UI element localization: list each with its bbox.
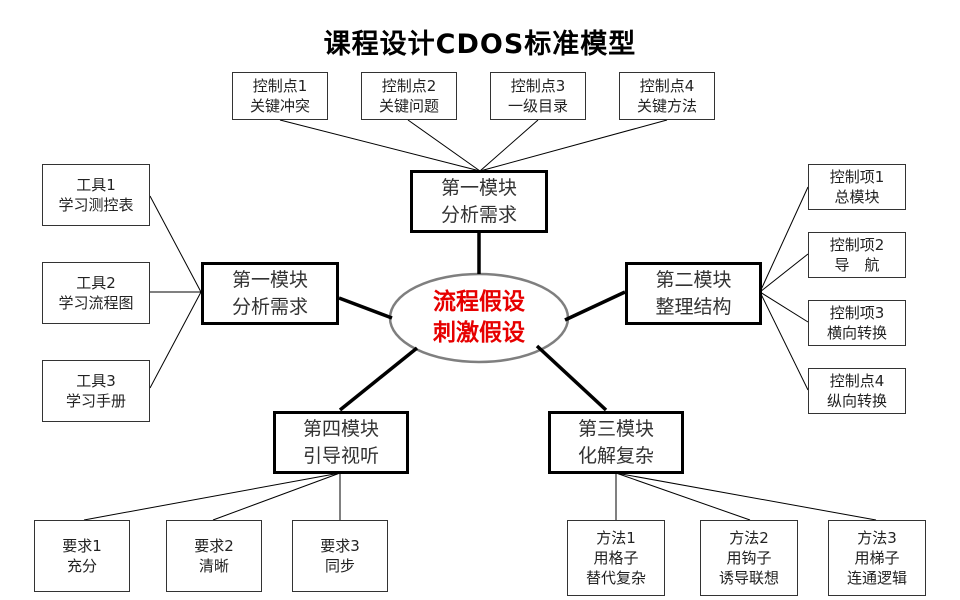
module-right: 第二模块 整理结构 xyxy=(625,262,762,325)
main-spokes xyxy=(338,232,626,412)
node-text: 总模块 xyxy=(834,188,880,206)
node-label: 控制项1 xyxy=(829,168,885,186)
node-label: 控制点4 xyxy=(639,77,695,95)
diagram-title: 课程设计CDOS标准模型 xyxy=(323,29,637,60)
node-label: 要求3 xyxy=(320,537,360,555)
node-text: 关键方法 xyxy=(636,97,697,115)
module-subtitle: 引导视听 xyxy=(302,444,379,467)
node-label: 要求2 xyxy=(194,537,234,555)
module-subtitle: 整理结构 xyxy=(655,295,732,318)
node-text: 诱导联想 xyxy=(718,569,779,587)
center-line-2: 刺激假设 xyxy=(433,320,525,346)
node-label: 方法1 xyxy=(596,529,636,547)
method-box: 方法2 用钩子 诱导联想 xyxy=(700,520,798,596)
control-item-box: 控制项2 导 航 xyxy=(808,232,906,278)
control-point-box: 控制点4 关键方法 xyxy=(619,72,715,120)
module-label: 第四模块 xyxy=(302,417,379,440)
control-item-box: 控制点4 纵向转换 xyxy=(808,368,906,414)
node-label: 方法3 xyxy=(857,529,897,547)
tool-box: 工具1 学习测控表 xyxy=(42,164,150,226)
control-point-box: 控制点1 关键冲突 xyxy=(232,72,328,120)
requirement-box: 要求3 同步 xyxy=(292,520,388,592)
center-node: 流程假设 刺激假设 xyxy=(392,275,566,361)
node-label: 控制点1 xyxy=(252,77,308,95)
node-text: 学习手册 xyxy=(65,392,126,410)
requirement-box: 要求2 清晰 xyxy=(166,520,262,592)
control-item-box: 控制项3 横向转换 xyxy=(808,300,906,346)
node-label: 工具2 xyxy=(76,274,116,292)
tool-box: 工具2 学习流程图 xyxy=(42,262,150,324)
node-text: 连通逻辑 xyxy=(846,569,907,587)
node-text: 用梯子 xyxy=(854,549,900,567)
tool-box: 工具3 学习手册 xyxy=(42,360,150,422)
node-label: 控制点4 xyxy=(829,372,885,390)
node-text: 导 航 xyxy=(834,256,880,274)
module-label: 第一模块 xyxy=(440,176,517,199)
module-label: 第三模块 xyxy=(577,417,654,440)
node-text: 学习流程图 xyxy=(58,294,134,312)
module-top: 第一模块 分析需求 xyxy=(410,170,548,233)
requirement-box: 要求1 充分 xyxy=(34,520,130,592)
node-text: 用格子 xyxy=(593,549,639,567)
module-subtitle: 分析需求 xyxy=(231,295,308,318)
node-text: 替代复杂 xyxy=(585,569,646,587)
module-subtitle: 化解复杂 xyxy=(577,444,654,467)
module-bottom-left: 第四模块 引导视听 xyxy=(273,411,409,474)
control-point-box: 控制点2 关键问题 xyxy=(361,72,457,120)
node-text: 纵向转换 xyxy=(826,392,887,410)
control-point-box: 控制点3 一级目录 xyxy=(490,72,586,120)
module-bottom-right: 第三模块 化解复杂 xyxy=(548,411,684,474)
node-text: 清晰 xyxy=(198,557,229,575)
node-text: 一级目录 xyxy=(507,97,568,115)
method-box: 方法1 用格子 替代复杂 xyxy=(567,520,665,596)
module-label: 第一模块 xyxy=(231,268,308,291)
node-label: 方法2 xyxy=(729,529,769,547)
node-text: 横向转换 xyxy=(826,324,887,342)
node-label: 控制点2 xyxy=(381,77,437,95)
module-subtitle: 分析需求 xyxy=(440,203,517,226)
node-text: 关键冲突 xyxy=(249,97,310,115)
node-label: 要求1 xyxy=(62,537,102,555)
node-label: 工具1 xyxy=(76,176,116,194)
module-label: 第二模块 xyxy=(655,268,732,291)
node-text: 用钩子 xyxy=(726,549,772,567)
module-left: 第一模块 分析需求 xyxy=(201,262,339,325)
control-item-box: 控制项1 总模块 xyxy=(808,164,906,210)
node-text: 充分 xyxy=(66,557,97,575)
node-label: 控制项2 xyxy=(829,236,885,254)
node-text: 学习测控表 xyxy=(58,196,134,214)
center-line-1: 流程假设 xyxy=(433,289,525,315)
node-label: 控制项3 xyxy=(829,304,885,322)
node-text: 同步 xyxy=(324,557,355,575)
method-box: 方法3 用梯子 连通逻辑 xyxy=(828,520,926,596)
node-label: 工具3 xyxy=(76,372,116,390)
node-label: 控制点3 xyxy=(510,77,566,95)
node-text: 关键问题 xyxy=(378,97,439,115)
branch-lines xyxy=(83,119,877,521)
